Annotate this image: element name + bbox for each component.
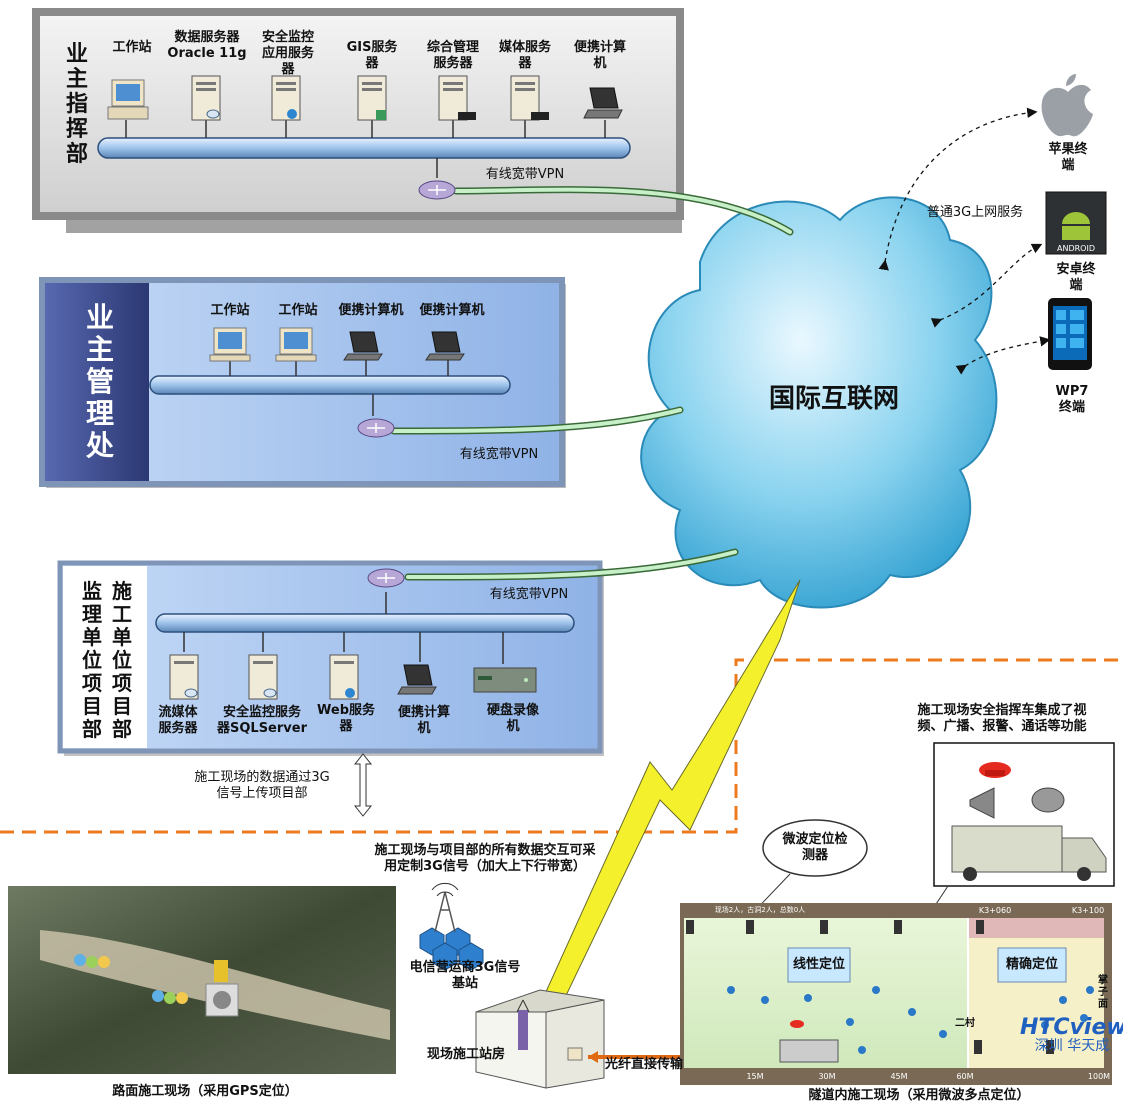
interaction-note: 施工现场与项目部的所有数据交互可采 用定制3G信号（加大上下行带宽） [374, 843, 596, 874]
watermark-text: 深圳 华天成 [1034, 1038, 1110, 1054]
router-icon [367, 568, 405, 588]
device-label: 流媒体 服务器 [158, 705, 198, 736]
detector-label: 微波定位检 测器 [782, 832, 848, 863]
server-icon [248, 654, 278, 700]
laptop-icon [583, 87, 623, 119]
server-icon [357, 75, 387, 121]
workstation-icon [209, 327, 251, 362]
network-bus [155, 613, 575, 633]
laptop-icon [425, 331, 465, 361]
android-icon: ANDROID [1045, 191, 1107, 255]
laptop-icon [397, 664, 437, 695]
road-site-image [8, 886, 396, 1074]
site-house-icon [475, 989, 605, 1089]
linear-positioning-label: 线性定位 [792, 957, 845, 972]
tunnel-marker: K3+100 [1071, 906, 1105, 915]
vpn-label: 有线宽带VPN [489, 587, 569, 602]
working-face-label: 掌 子 面 [1098, 975, 1108, 1010]
base-station-icon [419, 882, 484, 971]
device-label: 数据服务器 Oracle 11g [167, 30, 247, 61]
internet-label: 国际互联网 [768, 384, 899, 414]
tunnel-marker: K3+060 [978, 906, 1012, 915]
scale-tick: 60M [956, 1072, 974, 1081]
device-label: GIS服务 器 [346, 40, 398, 71]
command-panel-title: 业 主 指 挥 部 [65, 42, 88, 167]
upload-arrow [353, 753, 373, 817]
device-label: 硬盘录像 机 [486, 703, 539, 734]
scale-tick: 15M [746, 1072, 764, 1081]
terminal-label: WP7 终端 [1055, 384, 1089, 415]
router-icon [418, 180, 456, 200]
project-title-bar [63, 566, 147, 748]
workstation-icon [107, 79, 149, 120]
terminal-label: 安卓终 端 [1056, 262, 1096, 293]
3g-links [878, 107, 1051, 375]
terminal-label: 苹果终 端 [1048, 142, 1088, 173]
device-label: 工作站 [278, 303, 318, 318]
upload-note: 施工现场的数据通过3G 信号上传项目部 [194, 770, 330, 801]
vehicle-description: 施工现场安全指挥车集成了视 频、广播、报警、通话等功能 [917, 703, 1087, 734]
laptop-icon [343, 331, 383, 361]
tunnel-site-caption: 隧道内施工现场（采用微波多点定位） [808, 1088, 1030, 1103]
base-station-label: 电信营运商3G信号 基站 [409, 960, 521, 991]
scale-tick: 100M [1087, 1072, 1111, 1081]
fiber-label: 光纤直接传输 [604, 1057, 683, 1072]
supervision-title: 监 理 单 位 项 目 部 [82, 579, 102, 741]
server-icon [191, 75, 221, 121]
device-label: 便携计算机 [419, 303, 485, 318]
server-icon [510, 75, 549, 121]
precise-positioning-label: 精确定位 [1005, 957, 1058, 972]
vpn-label: 有线宽带VPN [485, 167, 565, 182]
device-label: 工作站 [112, 40, 152, 55]
construction-title: 施 工 单 位 项 目 部 [112, 579, 132, 741]
management-panel [39, 277, 566, 488]
server-icon [169, 654, 199, 700]
server-icon [271, 75, 301, 121]
device-label: 安全监控服务 器SQLServer [217, 705, 307, 736]
scale-tick: 45M [890, 1072, 908, 1081]
network-bus [97, 137, 631, 159]
device-label: 综合管理 服务器 [426, 40, 479, 71]
gps-beacon-icon [214, 960, 228, 982]
device-label: Web服务 器 [317, 703, 375, 734]
device-label: 工作站 [210, 303, 250, 318]
workstation-icon [275, 327, 317, 362]
command-vehicle-panel [837, 742, 1115, 1053]
server-icon [329, 654, 359, 700]
dvr-icon [473, 667, 537, 693]
apple-icon [1041, 74, 1093, 137]
site-boundary [0, 658, 1123, 834]
windows-phone-icon [1048, 298, 1092, 370]
tunnel-headcount: 现场2人，古洞2人，总数0人 [714, 906, 806, 914]
router-icon [357, 418, 395, 438]
device-label: 便携计算机 [338, 303, 404, 318]
management-panel-title: 业 主 管 理 处 [85, 301, 114, 462]
device-label: 便携计算 机 [573, 40, 626, 71]
vpn-links [390, 186, 794, 581]
device-label: 媒体服务 器 [498, 40, 551, 71]
network-bus [149, 375, 511, 395]
svg-text:ANDROID: ANDROID [1057, 244, 1095, 253]
device-label: 安全监控 应用服务 器 [261, 30, 314, 77]
scale-tick: 30M [818, 1072, 836, 1081]
3g-service-label: 普通3G上网服务 [926, 205, 1024, 220]
vpn-label: 有线宽带VPN [459, 447, 539, 462]
site-house-label: 现场施工站房 [426, 1047, 505, 1062]
watermark-logo: HTCview [1020, 1015, 1123, 1040]
road-site-caption: 路面施工现场（采用GPS定位） [112, 1084, 298, 1099]
management-title-bar [45, 283, 149, 481]
server-icon [438, 75, 476, 121]
tunnel-map [680, 903, 1112, 1085]
village-label: 二村 [955, 1018, 975, 1029]
device-label: 便携计算 机 [397, 705, 450, 736]
